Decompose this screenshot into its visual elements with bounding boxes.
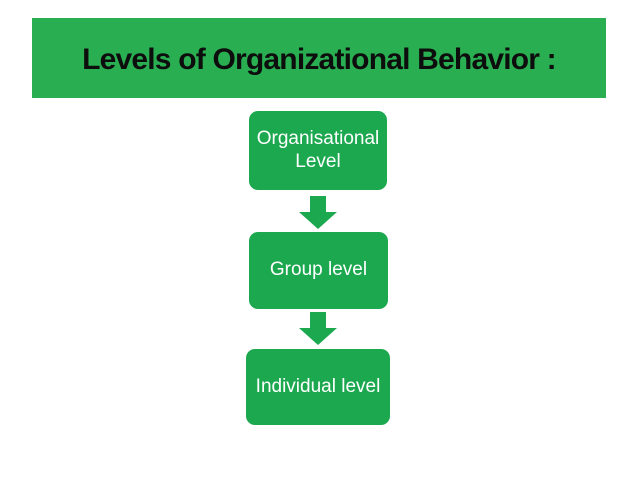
node-organisational-level: Organisational Level <box>249 111 387 190</box>
down-arrow-icon <box>299 312 337 345</box>
node-group-level: Group level <box>249 232 388 309</box>
node-organisational-level-label: Organisational Level <box>256 128 380 172</box>
node-individual-level-label: Individual level <box>255 375 381 397</box>
node-group-level-label: Group level <box>269 259 368 281</box>
node-individual-level: Individual level <box>246 349 390 425</box>
slide-title-bar: Levels of Organizational Behavior : <box>32 18 606 98</box>
slide-title: Levels of Organizational Behavior : <box>82 43 557 76</box>
down-arrow-icon <box>299 196 337 229</box>
